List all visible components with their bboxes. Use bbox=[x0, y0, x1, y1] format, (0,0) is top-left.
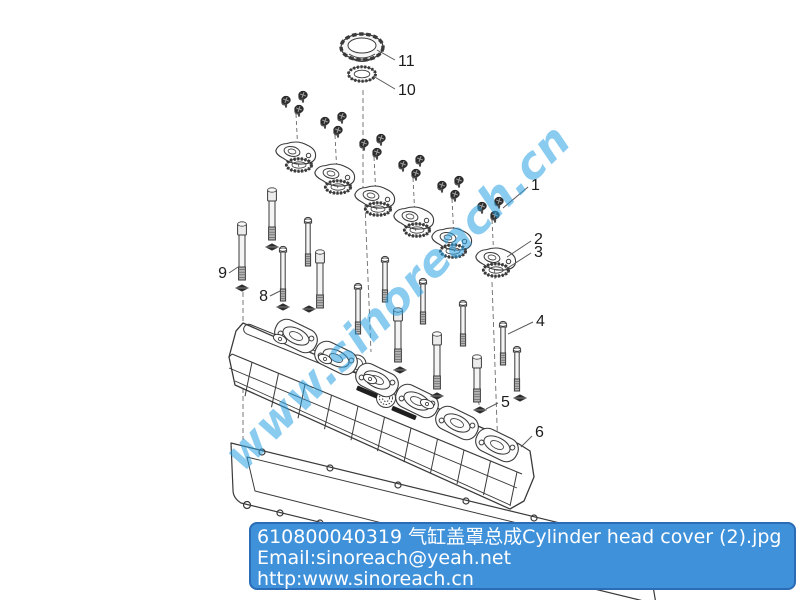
screw-cluster bbox=[437, 176, 463, 202]
leader-10 bbox=[372, 75, 396, 90]
center-line bbox=[491, 281, 499, 453]
socket-head-bolt bbox=[432, 331, 442, 390]
hex-bolt bbox=[512, 345, 522, 392]
seal-washer bbox=[512, 393, 528, 403]
callout-5: 5 bbox=[501, 394, 510, 411]
hex-bolt bbox=[380, 255, 390, 303]
info-box: 610800040319 气缸盖罩总成Cylinder head cover (… bbox=[249, 522, 796, 590]
leader-3 bbox=[502, 252, 532, 272]
fasteners bbox=[234, 91, 528, 415]
hex-bolt bbox=[418, 277, 428, 325]
callout-4: 4 bbox=[536, 313, 545, 330]
info-box-email: Email:sinoreach@yeah.net bbox=[257, 547, 511, 569]
cylinder-head-cover-body bbox=[228, 314, 535, 510]
leader-9 bbox=[228, 266, 239, 274]
seal-washer bbox=[301, 304, 317, 314]
center-line bbox=[364, 204, 372, 353]
oil-filler-cap bbox=[339, 32, 385, 62]
leader-8 bbox=[269, 290, 281, 297]
cover-rib bbox=[509, 471, 518, 507]
screw-cluster bbox=[281, 91, 307, 117]
cover-rib bbox=[483, 460, 491, 496]
leader-2 bbox=[506, 240, 532, 258]
socket-head-bolt bbox=[315, 249, 325, 309]
screw-cluster bbox=[398, 155, 424, 181]
seal-washer bbox=[234, 283, 250, 293]
cover-rib bbox=[324, 395, 332, 430]
seal-washer bbox=[264, 242, 280, 252]
callout-9: 9 bbox=[218, 265, 227, 282]
callout-6: 6 bbox=[535, 424, 544, 441]
leader-5 bbox=[485, 402, 499, 410]
cover-rib bbox=[350, 406, 359, 441]
callout-11: 11 bbox=[398, 53, 415, 70]
screw-cluster bbox=[320, 112, 346, 138]
socket-head-bolt bbox=[393, 307, 403, 363]
cover-rib bbox=[430, 438, 438, 474]
cover-rib bbox=[271, 373, 279, 408]
cover-rib bbox=[297, 384, 306, 419]
cover-rib bbox=[456, 449, 465, 485]
info-box-background bbox=[249, 522, 796, 590]
hex-bolt bbox=[498, 320, 508, 366]
info-box-url: http:www.sinoreach.cn bbox=[257, 568, 474, 590]
socket-head-bolt bbox=[237, 221, 247, 281]
hex-bolt bbox=[303, 216, 313, 267]
callout-1: 1 bbox=[531, 177, 540, 194]
leader-1 bbox=[502, 186, 529, 209]
callout-8: 8 bbox=[259, 288, 268, 305]
callout-10: 10 bbox=[398, 82, 416, 99]
hex-bolt bbox=[278, 245, 288, 302]
callouts: 1 2 3 4 5 6 8 9 10 11 bbox=[218, 49, 545, 448]
hex-bolt bbox=[353, 282, 363, 335]
seal-washer bbox=[275, 302, 291, 312]
cover-rib bbox=[377, 417, 385, 452]
leader-4 bbox=[507, 321, 534, 335]
seal-washer bbox=[392, 365, 408, 375]
hex-bolt bbox=[458, 299, 468, 347]
leader-6 bbox=[520, 435, 533, 448]
leader-11 bbox=[376, 49, 396, 61]
seal-washer bbox=[472, 405, 488, 415]
callout-2: 2 bbox=[534, 231, 543, 248]
cover-rib bbox=[244, 362, 253, 397]
cover-rib bbox=[403, 428, 412, 463]
cap-seal-ring bbox=[347, 65, 377, 83]
cover-ribs bbox=[244, 362, 518, 507]
callout-3: 3 bbox=[534, 244, 543, 261]
socket-head-bolt bbox=[472, 354, 482, 403]
info-box-title: 610800040319 气缸盖罩总成Cylinder head cover (… bbox=[257, 526, 782, 548]
socket-head-bolt bbox=[267, 187, 277, 241]
